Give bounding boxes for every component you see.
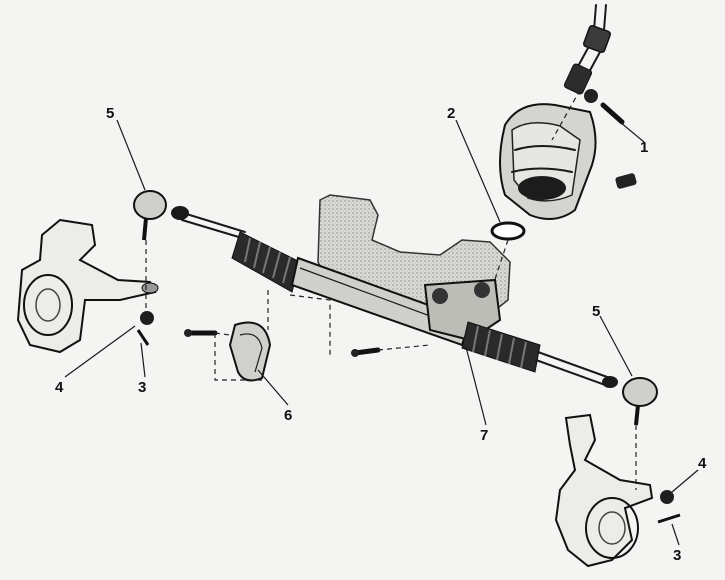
callout-7: 7 <box>480 427 488 444</box>
tie-rod-end-left <box>133 190 189 241</box>
castle-nut-right <box>660 490 674 504</box>
steering-knuckle-right <box>554 413 654 568</box>
castle-nut-left <box>140 311 154 325</box>
callout-2: 2 <box>447 105 455 122</box>
rack-housing <box>179 211 611 387</box>
callout-6: 6 <box>284 407 292 424</box>
assembly-guide-lines <box>145 89 637 490</box>
callout-3-left: 3 <box>138 379 146 396</box>
bolt-nut-set <box>584 89 637 189</box>
seal-ring <box>490 221 526 241</box>
callout-5-left: 5 <box>106 105 114 122</box>
callout-4-left: 4 <box>55 379 64 396</box>
intermediate-shaft <box>563 4 612 95</box>
cotter-pin-left <box>136 329 150 346</box>
tie-rod-end-right <box>602 376 658 426</box>
cotter-pin-right <box>657 513 681 524</box>
steering-knuckle-left <box>16 218 159 354</box>
pinion-boot <box>499 103 597 220</box>
callout-3-right: 3 <box>673 547 681 564</box>
callout-1: 1 <box>640 139 648 156</box>
callout-5-right: 5 <box>592 303 600 320</box>
clamp-bracket <box>184 321 381 382</box>
leader-lines <box>64 119 699 546</box>
callout-4-right: 4 <box>698 455 707 472</box>
